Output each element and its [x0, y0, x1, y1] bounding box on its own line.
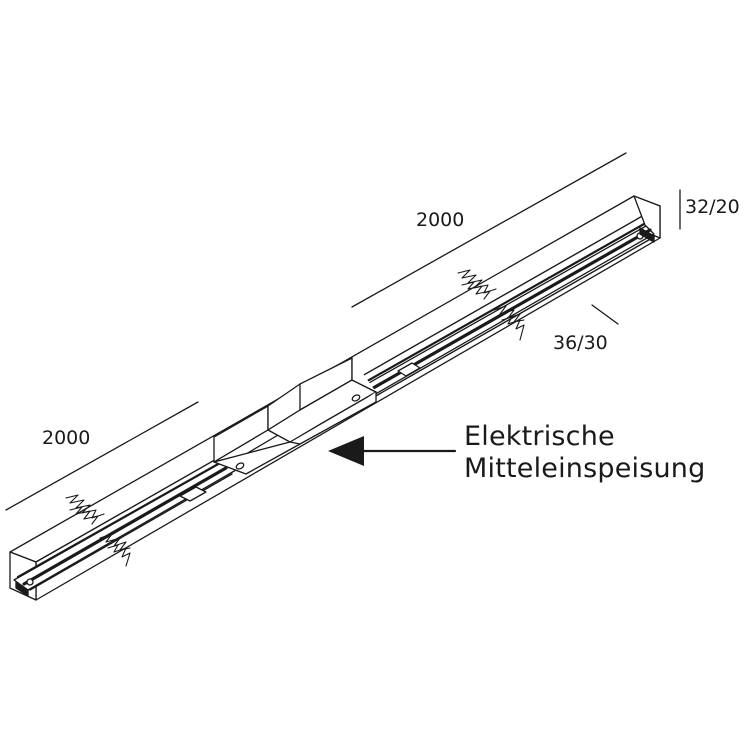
dimension-line-width: [591, 304, 619, 325]
center-feed-callout: Elektrische Mitteleinspeisung: [464, 421, 705, 485]
callout-arrow: [328, 436, 457, 466]
dimension-line-right: [351, 152, 627, 308]
center-feed-housing: [213, 357, 377, 475]
rail-channel-right: [359, 222, 655, 398]
dimension-line-left: [5, 401, 199, 511]
height-label: 32/20: [685, 196, 740, 218]
break-mark-right: [457, 269, 525, 341]
break-mark-left: [65, 494, 131, 567]
callout-line-2: Mitteleinspeisung: [464, 453, 706, 484]
rail-channel-left: [13, 461, 237, 597]
length-label-left: 2000: [42, 427, 91, 449]
callout-line-1: Elektrische: [464, 421, 615, 452]
width-label: 36/30: [553, 332, 608, 354]
length-label-right: 2000: [416, 209, 465, 231]
